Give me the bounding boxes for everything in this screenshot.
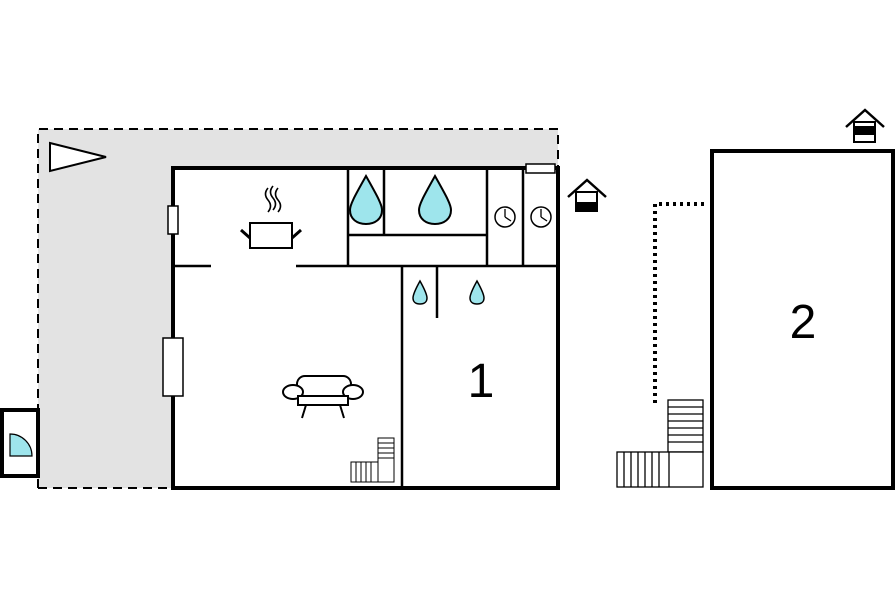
cooking-pot-icon — [240, 185, 302, 249]
house-entrance-icon — [845, 108, 885, 143]
annex-building-walls — [710, 149, 895, 490]
house-entrance-icon — [567, 178, 607, 212]
pool-corner-icon — [0, 408, 40, 478]
main-building-walls — [171, 166, 560, 490]
staircase-icon — [350, 437, 395, 483]
sun-lounger-icon — [49, 141, 107, 173]
bathroom-water-icon — [348, 173, 384, 226]
path-dotted — [653, 202, 707, 403]
water-heater-clock-icon — [530, 206, 552, 228]
window-west-upper — [167, 205, 179, 235]
room-label-1: 1 — [468, 355, 495, 408]
terrace-area — [37, 128, 559, 489]
room-label-2: 2 — [790, 296, 817, 349]
sink-icon — [412, 279, 428, 305]
sofa-icon — [282, 375, 364, 419]
window-north-east — [525, 163, 556, 174]
water-heater-clock-icon — [494, 206, 516, 228]
sink-icon — [469, 279, 485, 305]
bathroom-water-icon — [417, 173, 453, 226]
window-west-lower — [162, 337, 184, 397]
staircase-icon — [616, 399, 704, 488]
